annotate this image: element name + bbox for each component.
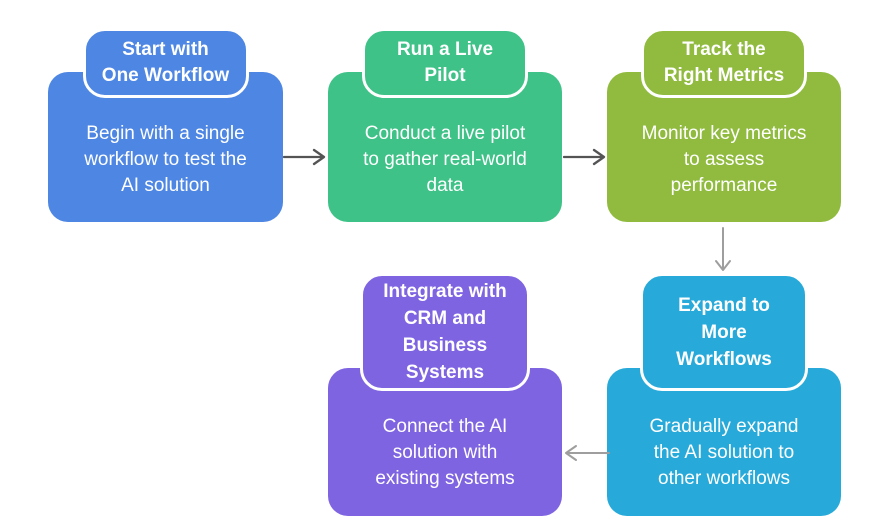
step-description: Connect the AI solution with existing sy… <box>375 416 515 489</box>
step-track-the-right-metrics: Monitor key metrics to assess performanc… <box>607 28 841 222</box>
step-integrate-with-crm-and-business-systems: Connect the AI solution with existing sy… <box>328 273 562 516</box>
step-title: Integrate with CRM and Business Systems <box>383 281 507 383</box>
left-arrow-icon <box>565 445 610 461</box>
step-description: Conduct a live pilot to gather real-worl… <box>363 123 527 196</box>
step-header-box: Run a Live Pilot <box>362 28 528 98</box>
step-title: Start with One Workflow <box>101 39 230 86</box>
step-description: Begin with a single workflow to test the… <box>84 123 247 196</box>
step-title: Track the Right Metrics <box>663 39 785 86</box>
step-header-box: Integrate with CRM and Business Systems <box>360 273 530 391</box>
step-description: Gradually expand the AI solution to othe… <box>649 416 799 489</box>
down-arrow-icon <box>715 227 731 271</box>
step-start-with-one-workflow: Begin with a single workflow to test the… <box>48 28 283 222</box>
step-header-box: Expand to More Workflows <box>640 273 808 391</box>
step-description: Monitor key metrics to assess performanc… <box>641 123 807 196</box>
step-body-box: Gradually expand the AI solution to othe… <box>607 368 841 516</box>
right-arrow-icon <box>563 148 606 166</box>
step-title: Expand to More Workflows <box>676 294 772 370</box>
step-header-box: Track the Right Metrics <box>641 28 807 98</box>
step-title: Run a Live Pilot <box>396 39 494 86</box>
step-body-box: Conduct a live pilot to gather real-worl… <box>328 72 562 222</box>
step-body-box: Connect the AI solution with existing sy… <box>328 368 562 516</box>
right-arrow-icon <box>283 148 326 166</box>
step-run-a-live-pilot: Conduct a live pilot to gather real-worl… <box>328 28 562 222</box>
step-expand-to-more-workflows: Gradually expand the AI solution to othe… <box>607 273 841 516</box>
step-header-box: Start with One Workflow <box>82 28 249 98</box>
